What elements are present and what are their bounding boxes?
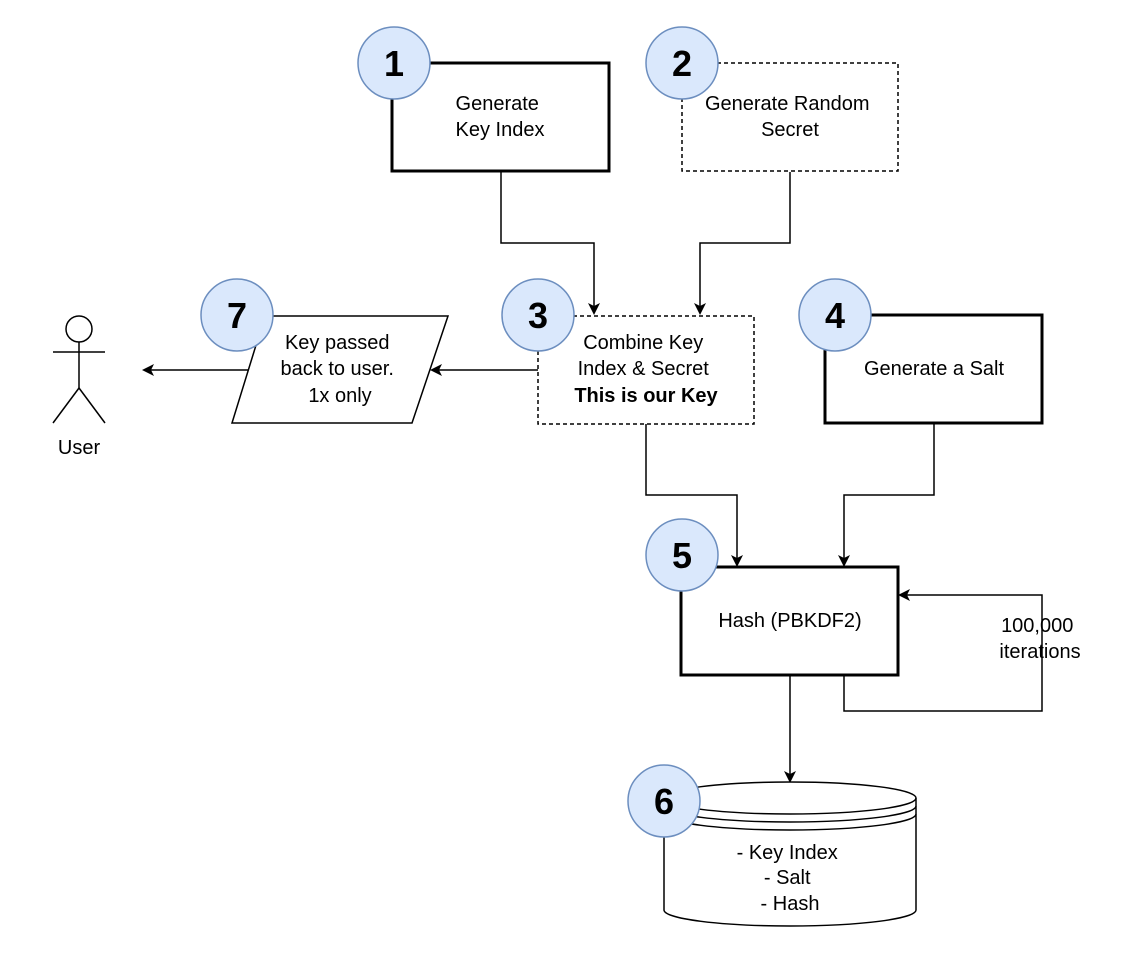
step-5-badge: 5 — [645, 518, 719, 592]
connector-3-to-5 — [645, 424, 743, 567]
step-1-line: Generate — [456, 93, 539, 115]
step-1-label: Generate Key Index — [456, 93, 545, 141]
step-7-line: 1x only — [308, 385, 371, 407]
step-4-label: Generate a Salt — [864, 358, 1005, 380]
step-5-box — [679, 565, 900, 677]
step-3-number: 3 — [528, 295, 548, 336]
step-5-line: Hash (PBKDF2) — [718, 610, 861, 632]
step-3-label: Combine Key Index & Secret This is our K… — [574, 332, 718, 407]
step-1-number: 1 — [384, 43, 404, 84]
step-4-number: 4 — [825, 295, 845, 336]
connector-1-to-3 — [500, 172, 600, 315]
step-7-line: Key passed — [285, 332, 390, 354]
step-6-line: - Hash — [761, 893, 820, 915]
step-5-number: 5 — [672, 535, 692, 576]
step-2-number: 2 — [672, 43, 692, 84]
step-6-line: - Salt — [764, 867, 811, 889]
step-7-line: back to user. — [281, 358, 394, 380]
step-2-label: Generate Random Secret — [705, 93, 875, 141]
connector-5-loop — [843, 589, 1043, 712]
step-7-label: Key passed back to user. 1x only — [281, 332, 400, 407]
step-3-badge: 3 — [501, 278, 575, 352]
step-1-badge: 1 — [357, 26, 431, 100]
step-7-badge: 7 — [200, 278, 274, 352]
step-5-label: Hash (PBKDF2) — [718, 610, 861, 632]
step-2-line: Secret — [761, 119, 819, 141]
loop-label: 100,000 iterations — [999, 615, 1080, 663]
step-3-emphasis: This is our Key — [574, 385, 718, 407]
step-2-box — [681, 62, 899, 172]
step-2-badge: 2 — [645, 26, 719, 100]
connector-2-to-3 — [694, 172, 791, 315]
step-7-number: 7 — [227, 295, 247, 336]
step-4-badge: 4 — [798, 278, 872, 352]
loop-label-line: 100,000 — [1001, 615, 1073, 637]
step-6-badge: 6 — [627, 764, 701, 838]
person-icon — [52, 315, 106, 424]
step-7-output-shape — [230, 315, 450, 424]
step-6-number: 6 — [654, 781, 674, 822]
connector-4-to-5 — [838, 424, 935, 567]
step-3-box — [537, 315, 755, 425]
step-3-line: Index & Secret — [578, 358, 710, 380]
loop-label-line: iterations — [999, 641, 1080, 663]
user-label: User — [58, 437, 101, 459]
step-6-line: - Key Index — [737, 842, 838, 864]
step-1-line: Key Index — [456, 119, 545, 141]
step-6-label: - Key Index - Salt - Hash — [737, 842, 844, 915]
step-4-line: Generate a Salt — [864, 358, 1005, 380]
step-3-line: Combine Key — [583, 332, 703, 354]
step-1-box — [390, 61, 611, 173]
step-2-line: Generate Random — [705, 93, 870, 115]
